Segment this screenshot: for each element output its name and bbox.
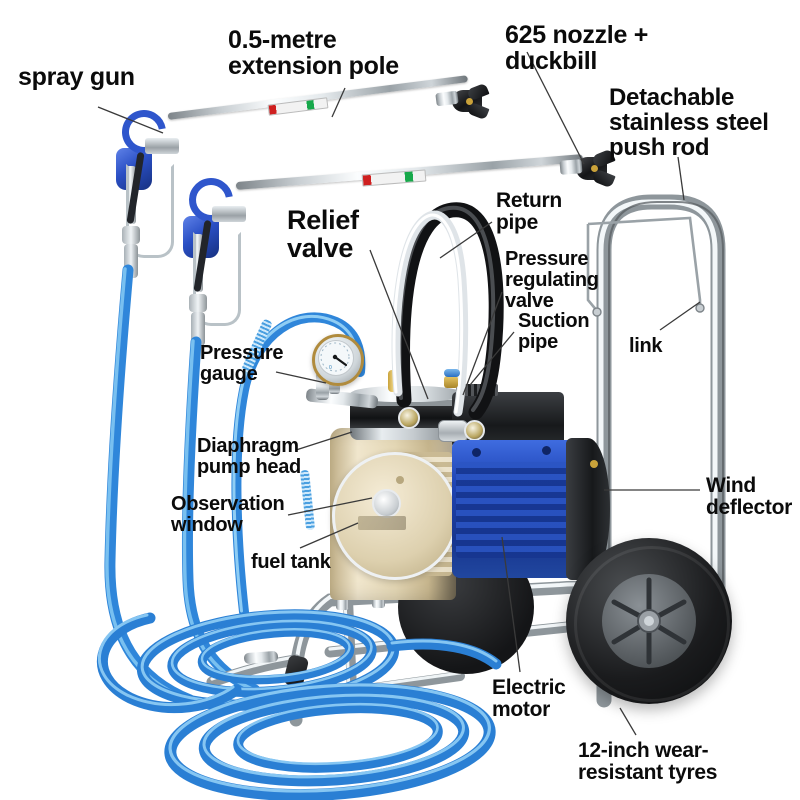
label-link: link <box>629 335 663 357</box>
wheel-spokes <box>611 577 687 665</box>
brass-fitting <box>444 376 458 388</box>
motor-bolt-a <box>472 448 481 457</box>
label-spray-gun: spray gun <box>18 63 135 91</box>
label-return-pipe: Return pipe <box>496 189 562 234</box>
observation-window <box>372 489 401 518</box>
label-electric-motor: Electric motor <box>492 676 566 721</box>
blue-fitting-cap <box>444 369 460 377</box>
svg-text:0: 0 <box>329 365 332 371</box>
tyre-tread-ring <box>574 546 730 702</box>
label-relief-valve: Relief valve <box>287 205 359 264</box>
label-pressure-gauge: Pressure gauge <box>200 342 284 385</box>
pump-brand-mark <box>358 516 406 530</box>
label-wind-deflector: Wind deflector <box>706 474 792 519</box>
label-observation: Observation window <box>171 493 285 536</box>
label-pressure-valve: Pressure regulating valve <box>505 248 599 312</box>
label-tyres: 12-inch wear- resistant tyres <box>578 739 718 784</box>
label-suction-pipe: Suction pipe <box>518 310 590 353</box>
nozzle-guard-upper <box>452 82 490 121</box>
pump-bolt-a <box>396 476 404 484</box>
label-push-rod: Detachable stainless steel push rod <box>609 84 769 161</box>
label-fuel-tank: fuel tank <box>251 551 331 573</box>
spray-gun-upper <box>108 101 218 294</box>
motor-end-bolt <box>590 460 598 468</box>
spray-gun-lower <box>175 169 285 362</box>
gauge-dial <box>318 340 354 376</box>
gauge-needle: 0 <box>320 342 350 372</box>
relief-valve-badge <box>398 407 420 429</box>
label-nozzle-duckbill: 625 nozzle + duckbill <box>505 21 648 75</box>
label-diaphragm-pump: Diaphragm pump head <box>197 435 301 478</box>
label-extension-pole: 0.5-metre extension pole <box>228 26 399 80</box>
motor-bolt-b <box>542 446 551 455</box>
